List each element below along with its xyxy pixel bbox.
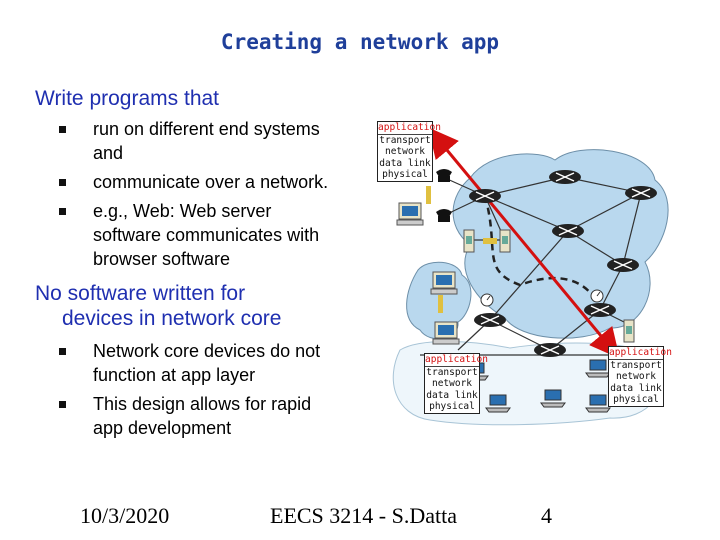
bullet-icon	[59, 208, 66, 215]
desktop-computer-icon	[396, 202, 424, 226]
modem-stack-icon	[426, 186, 431, 204]
router-icon	[469, 189, 501, 203]
router-icon	[534, 343, 566, 357]
protocol-stack-middle: application transport network data link …	[424, 353, 488, 414]
stack-layer-network: network	[384, 146, 426, 157]
router-icon	[474, 313, 506, 327]
cellphone-icon	[590, 289, 604, 303]
footer-course: EECS 3214 - S.Datta	[270, 503, 457, 528]
network-modem-icon	[483, 238, 497, 244]
laptop-icon	[485, 394, 511, 413]
telephone-icon	[436, 209, 452, 222]
bullet-line: function at app layer	[93, 365, 256, 385]
cellphone-icon	[480, 293, 494, 307]
bullet-line: This design allows for rapid	[93, 394, 312, 414]
bullet-line: Network core devices do not	[93, 341, 321, 361]
stack-layer-data-link: data link	[426, 389, 478, 401]
server-icon	[463, 229, 475, 253]
section-heading-write-programs: Write programs that	[35, 87, 220, 110]
section-heading-no-software: No software written for devices in netwo…	[35, 281, 281, 331]
stack-layer-data-link: data link	[379, 157, 431, 169]
desktop-computer-icon	[430, 271, 458, 295]
bullet-icon	[59, 126, 66, 133]
bullet-list-write-programs: run on different end systems and communi…	[57, 117, 377, 271]
router-icon	[584, 303, 616, 317]
server-icon	[499, 229, 511, 253]
laptop-icon	[585, 359, 611, 378]
laptop-icon	[540, 389, 566, 408]
stack-layer-transport: transport	[379, 134, 431, 146]
bullet-list-network-core: Network core devices do not function at …	[57, 339, 377, 440]
stack-layer-physical: physical	[382, 169, 428, 180]
telephone-icon	[436, 169, 452, 182]
stack-layer-physical: physical	[429, 401, 475, 412]
footer-date: 10/3/2020	[80, 503, 170, 528]
list-item: run on different end systems and	[57, 117, 377, 165]
stack-layer-physical: physical	[613, 394, 659, 405]
bullet-line: and	[93, 143, 124, 163]
stack-layer-network: network	[615, 371, 657, 382]
router-icon	[549, 170, 581, 184]
bullet-line: e.g., Web: Web server	[93, 201, 272, 221]
stack-layer-transport: transport	[426, 366, 478, 378]
laptop-icon	[585, 394, 611, 413]
application-communication-arrow	[428, 127, 620, 359]
router-icon	[607, 258, 639, 272]
list-item: This design allows for rapid app develop…	[57, 392, 377, 440]
heading-line: No software written for	[35, 282, 246, 305]
bullet-line: software communicates with	[93, 225, 320, 245]
bullet-icon	[59, 179, 66, 186]
list-item: Network core devices do not function at …	[57, 339, 377, 387]
protocol-stack-source: application transport network data link …	[377, 121, 441, 182]
router-icon	[552, 224, 584, 238]
protocol-stack-destination: application transport network data link …	[608, 346, 672, 407]
bullet-icon	[59, 348, 66, 355]
stack-layer-application: application	[378, 122, 441, 135]
bullet-icon	[59, 401, 66, 408]
stack-layer-transport: transport	[610, 359, 662, 371]
bullet-line: run on different end systems	[93, 119, 320, 139]
page-title: Creating a network app	[220, 30, 500, 54]
stack-layer-application: application	[425, 354, 488, 367]
footer-page-number: 4	[541, 503, 552, 528]
desktop-computer-icon	[432, 321, 460, 345]
stack-layer-data-link: data link	[610, 382, 662, 394]
bullet-line: communicate over a network.	[93, 172, 329, 192]
stack-layer-network: network	[431, 378, 473, 389]
router-icon	[625, 186, 657, 200]
list-item: e.g., Web: Web server software communica…	[57, 199, 377, 271]
list-item: communicate over a network.	[57, 170, 377, 194]
stack-layer-application: application	[609, 347, 672, 360]
modem-stack-icon	[438, 295, 443, 313]
server-icon	[623, 319, 635, 343]
heading-line: devices in network core	[62, 307, 282, 330]
bullet-line: browser software	[93, 249, 231, 269]
bullet-line: app development	[93, 418, 232, 438]
